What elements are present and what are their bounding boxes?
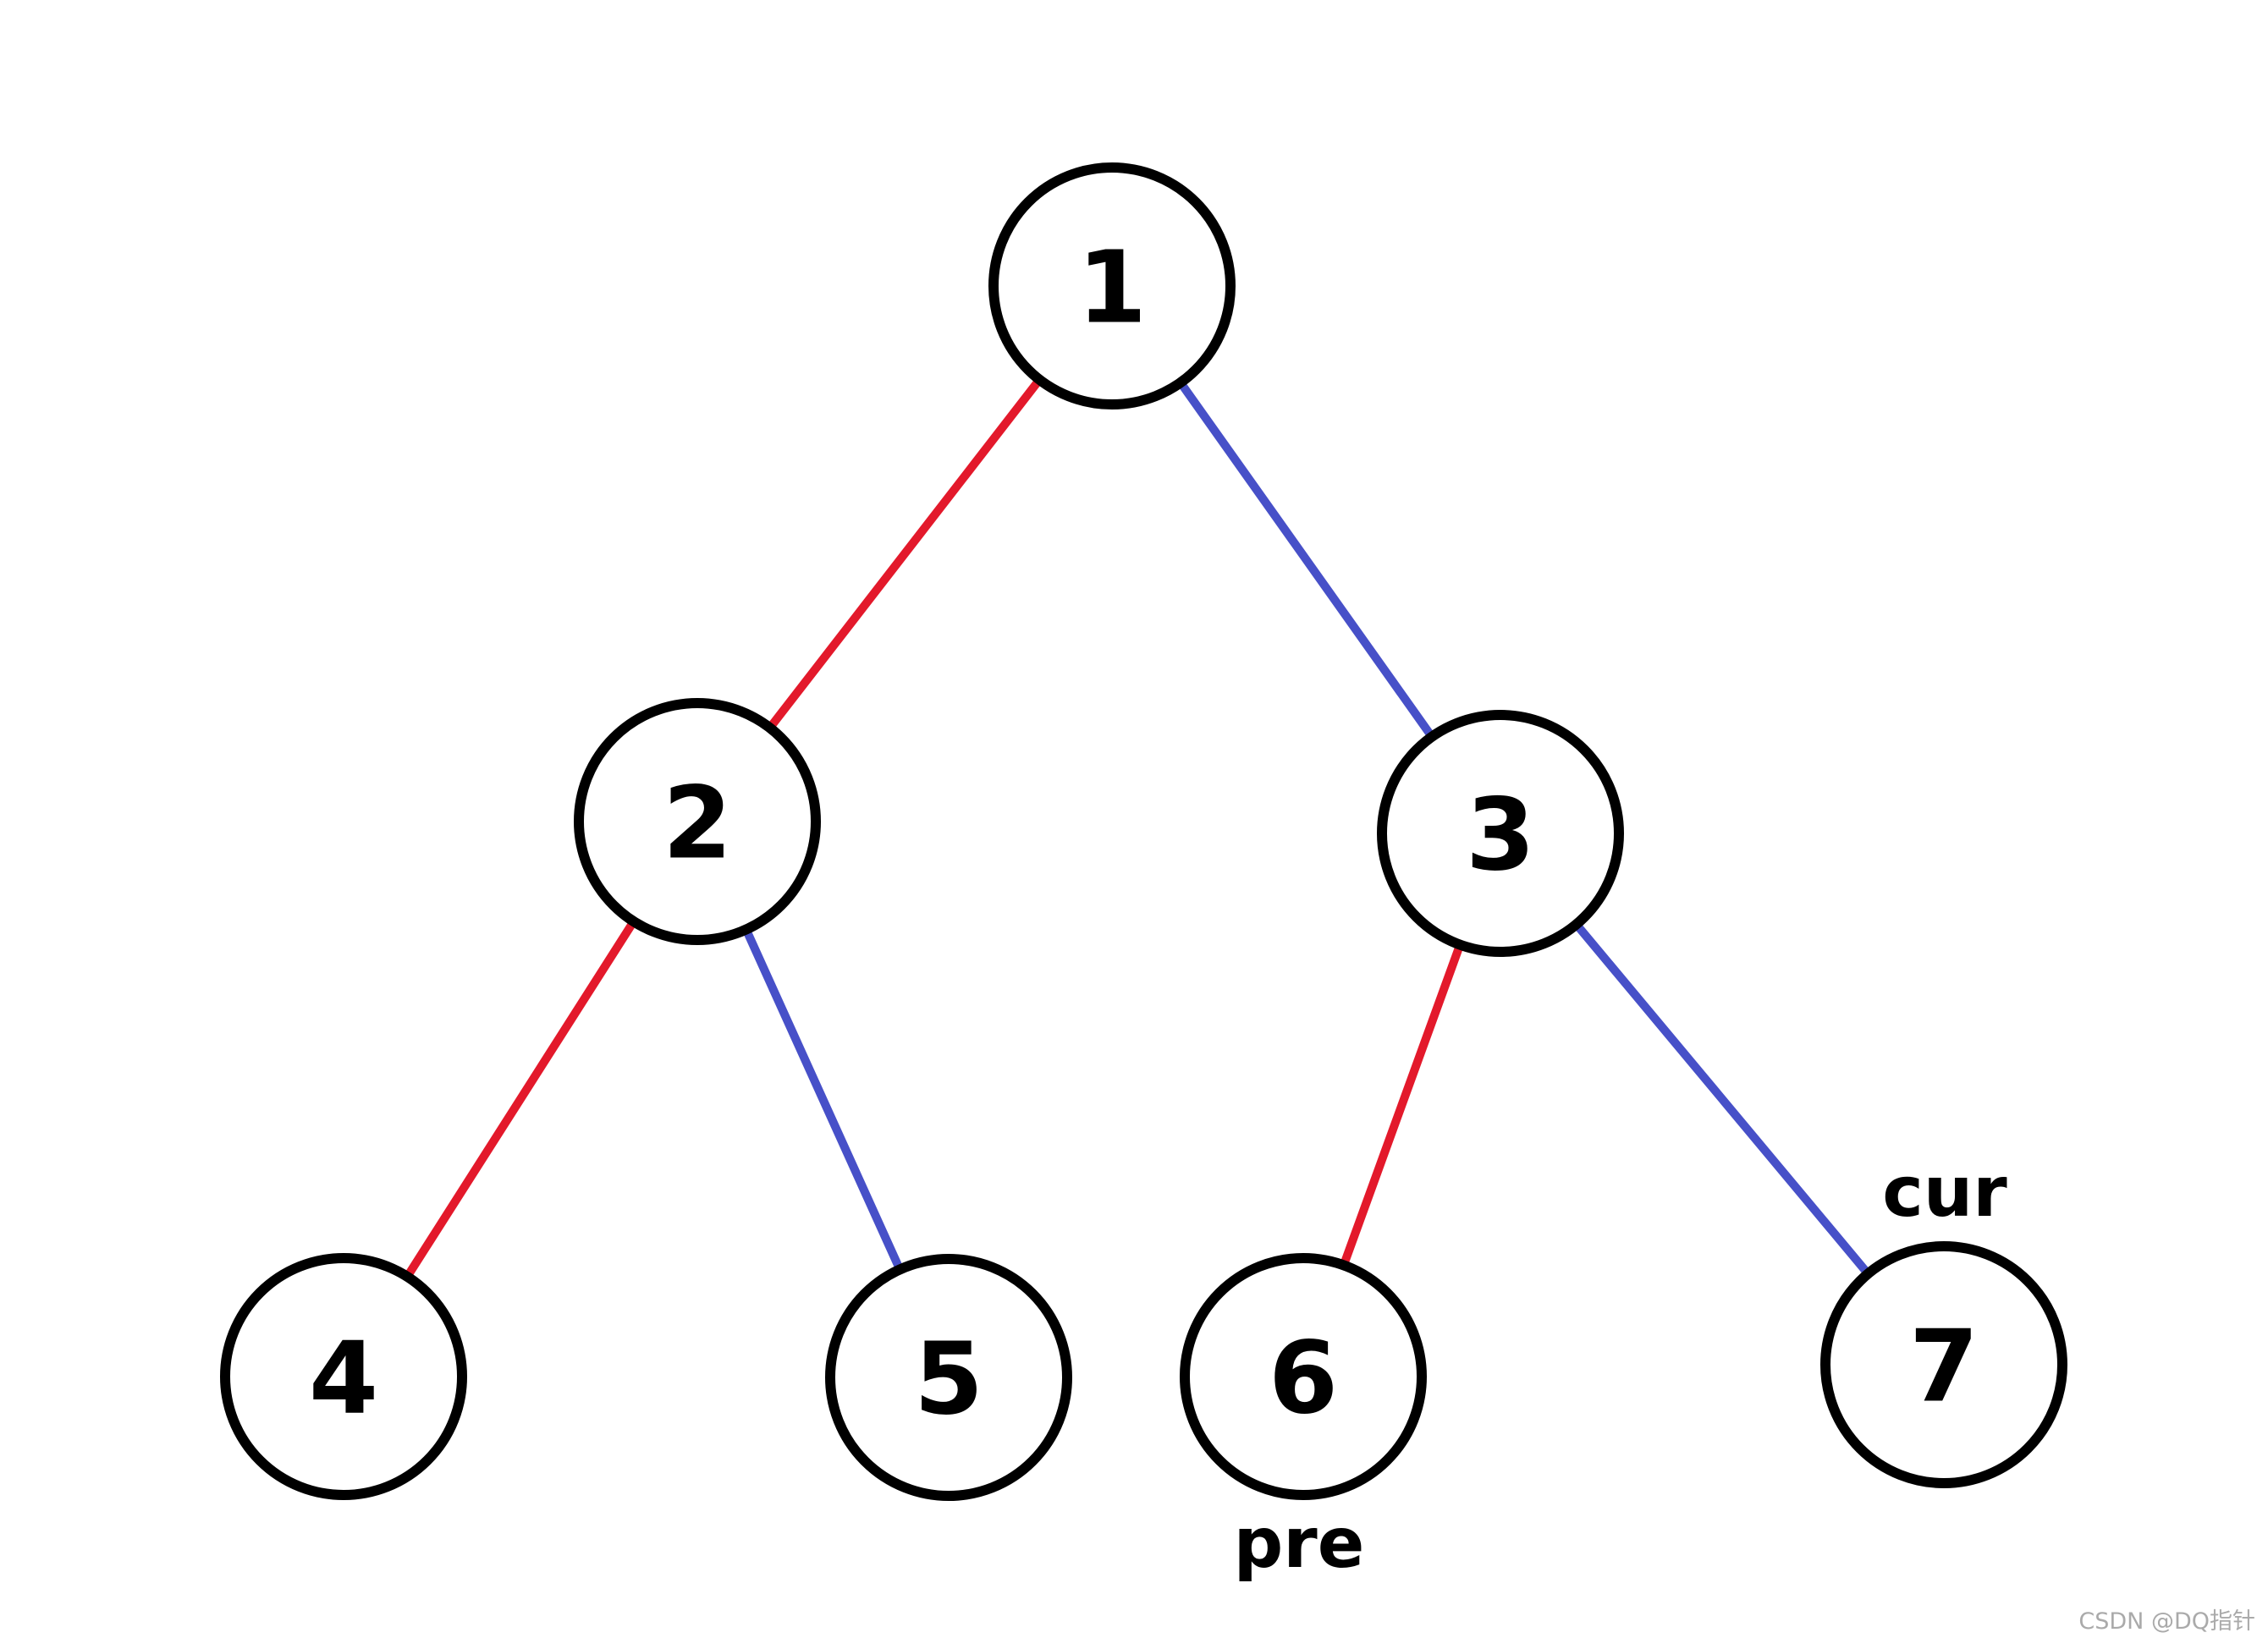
pointer-label-cur: cur <box>1882 1152 2007 1233</box>
node-circle <box>220 1253 467 1500</box>
node-circle <box>1377 710 1624 957</box>
tree-node-4: 4 <box>220 1253 467 1500</box>
pointer-label-pre: pre <box>1234 1503 1365 1584</box>
watermark: CSDN @DQ指针 <box>2078 1608 2255 1635</box>
node-value: 2 <box>663 764 732 881</box>
labels-layer: cur pre <box>1234 1152 2008 1584</box>
tree-node-3: 3 <box>1377 710 1624 957</box>
node-value: 3 <box>1466 776 1535 893</box>
nodes-layer: 1 2 3 4 5 6 7 <box>220 162 2067 1501</box>
node-circle <box>825 1254 1072 1501</box>
tree-node-5: 5 <box>825 1254 1072 1501</box>
node-circle <box>574 698 821 945</box>
node-value: 1 <box>1077 228 1147 345</box>
node-circle <box>1820 1241 2067 1488</box>
node-value: 6 <box>1269 1319 1338 1436</box>
node-value: 7 <box>1909 1307 1979 1424</box>
node-value: 5 <box>914 1320 983 1437</box>
tree-node-7: 7 <box>1820 1241 2067 1488</box>
tree-node-2: 2 <box>574 698 821 945</box>
node-value: 4 <box>309 1319 378 1436</box>
node-circle <box>988 162 1236 410</box>
tree-node-6: 6 <box>1180 1253 1427 1500</box>
node-circle <box>1180 1253 1427 1500</box>
tree-node-1: 1 <box>988 162 1236 410</box>
